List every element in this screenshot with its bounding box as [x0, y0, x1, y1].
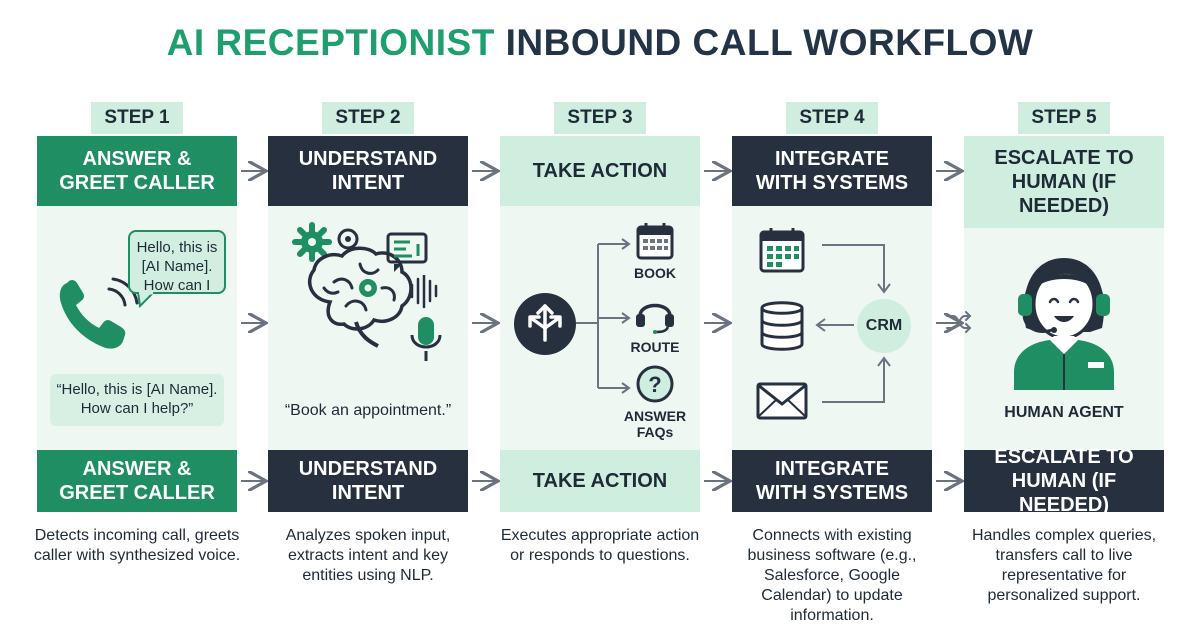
- greeting-bubble-bottom: “Hello, this is [AI Name]. How can I hel…: [50, 374, 224, 426]
- step3-tag: STEP 3: [554, 102, 646, 134]
- step1-footer-text: ANSWER & GREET CALLER: [59, 458, 215, 504]
- microphone-icon: [410, 275, 442, 361]
- svg-text:?: ?: [648, 372, 661, 397]
- step1-description: Detects incoming call, greets caller wit…: [33, 527, 241, 564]
- step2-header-text: UNDERSTAND INTENT: [298, 148, 438, 194]
- step1-footer: ANSWER & GREET CALLER: [37, 450, 237, 512]
- human-agent-label: HUMAN AGENT: [1004, 404, 1124, 421]
- step4-footer-text: INTEGRATE WITH SYSTEMS: [755, 458, 909, 504]
- step2-footer: UNDERSTAND INTENT: [268, 450, 468, 512]
- step2-description: Analyzes spoken input, extracts intent a…: [285, 527, 451, 584]
- step1-tag: STEP 1: [91, 102, 183, 134]
- step2-footer-text: UNDERSTAND INTENT: [298, 458, 438, 504]
- step4-header: INTEGRATE WITH SYSTEMS: [732, 136, 932, 206]
- step3-header: TAKE ACTION: [500, 136, 700, 206]
- step5-tag: STEP 5: [1018, 102, 1110, 134]
- step2-tag: STEP 2: [322, 102, 414, 134]
- brain-icon: [292, 222, 428, 348]
- step5-description: Handles complex queries, transfers call …: [971, 527, 1157, 604]
- headset-icon: [636, 303, 674, 334]
- bubble-tail-icon: [136, 292, 156, 308]
- action-branches: [576, 238, 631, 394]
- shuffle-icon: [946, 311, 972, 333]
- step1-header: ANSWER & GREET CALLER: [37, 136, 237, 206]
- step4-footer: INTEGRATE WITH SYSTEMS: [732, 450, 932, 512]
- action-faq-label: ANSWER FAQs: [623, 408, 687, 440]
- page-title: AI RECEPTIONIST INBOUND CALL WORKFLOW: [0, 22, 1200, 64]
- human-agent-icon: [1014, 258, 1114, 390]
- database-icon: [760, 301, 804, 351]
- step4-header-text: INTEGRATE WITH SYSTEMS: [755, 148, 909, 194]
- question-icon: ?: [636, 365, 674, 403]
- integration-connectors: [815, 244, 891, 403]
- action-book-label: BOOK: [634, 265, 676, 281]
- step4-description: Connects with existing business software…: [747, 527, 917, 624]
- branch-arrows-icon: [514, 293, 576, 355]
- title-accent: AI RECEPTIONIST: [166, 22, 495, 63]
- greeting-bubble-top: Hello, this is [AI Name]. How can I: [128, 230, 226, 294]
- crm-hub: CRM: [857, 299, 911, 353]
- step5-header: ESCALATE TO HUMAN (IF NEEDED): [964, 136, 1164, 228]
- calendar-icon: [759, 228, 805, 273]
- step3-header-text: TAKE ACTION: [532, 160, 668, 182]
- mail-icon: [756, 382, 808, 420]
- step2-header: UNDERSTAND INTENT: [268, 136, 468, 206]
- step3-description: Executes appropriate action or responds …: [500, 527, 700, 564]
- step3-footer: TAKE ACTION: [500, 450, 700, 512]
- step5-footer: ESCALATE TO HUMAN (IF NEEDED): [964, 446, 1164, 516]
- step4-tag: STEP 4: [786, 102, 878, 134]
- step1-header-text: ANSWER & GREET CALLER: [59, 148, 215, 194]
- calendar-icon: [636, 223, 674, 260]
- step5-footer-text: ESCALATE TO HUMAN (IF NEEDED): [994, 446, 1134, 516]
- intent-quote: “Book an appointment.”: [284, 402, 452, 419]
- step3-footer-text: TAKE ACTION: [532, 470, 668, 492]
- title-rest: INBOUND CALL WORKFLOW: [505, 22, 1034, 63]
- step5-header-text: ESCALATE TO HUMAN (IF NEEDED): [994, 147, 1134, 217]
- action-route-label: ROUTE: [630, 339, 680, 355]
